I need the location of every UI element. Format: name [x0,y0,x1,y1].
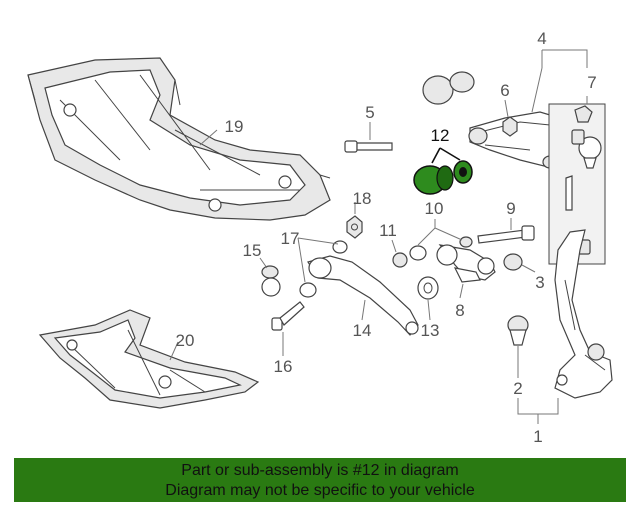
callout-17: 17 [281,229,300,248]
lower-arm-10[interactable] [409,236,496,281]
callout-20: 20 [176,331,195,350]
caption-banner: Part or sub-assembly is #12 in diagram D… [14,458,626,502]
callout-16: 16 [274,357,293,376]
callout-14: 14 [353,321,372,340]
callout-7: 7 [587,73,596,92]
suspension-parts-diagram: 4 7 6 5 19 12 18 10 9 11 17 15 3 8 13 14… [27,29,613,446]
lower-control-arm-14[interactable] [307,255,419,336]
bushing-15[interactable] [261,265,281,297]
callout-4: 4 [537,29,546,48]
callout-1: 1 [533,427,542,446]
callout-11: 11 [379,221,397,240]
callout-8: 8 [455,301,464,320]
callout-10: 10 [425,199,444,218]
callout-19: 19 [225,117,244,136]
bolt-5[interactable] [344,140,393,153]
leader-lines [169,49,588,424]
callout-18: 18 [353,189,372,208]
callout-6: 6 [500,81,509,100]
bushing-3[interactable] [503,253,523,271]
callout-5: 5 [365,103,374,122]
banner-line-1: Part or sub-assembly is #12 in diagram [181,462,459,479]
callout-9: 9 [506,199,515,218]
link-8[interactable] [453,267,481,283]
subframe-upper[interactable] [27,57,331,221]
callout-15: 15 [243,241,262,260]
banner-line-2: Diagram may not be specific to your vehi… [165,482,475,499]
bolt-9[interactable] [477,225,535,244]
subframe-lower[interactable] [38,309,260,409]
nut-18[interactable] [346,215,363,239]
callout-numbers: 4 7 6 5 19 12 18 10 9 11 17 15 3 8 13 14… [176,29,597,446]
knuckle-1[interactable] [554,229,613,399]
ball-joint-2[interactable] [507,315,529,346]
callout-2: 2 [513,379,522,398]
bushing-12-highlighted[interactable] [413,160,473,195]
bushing-13[interactable] [417,276,439,300]
nut-6[interactable] [502,116,518,137]
bolt-16[interactable] [271,301,305,331]
upper-control-arm-4[interactable] [422,71,566,169]
callout-12: 12 [431,126,450,145]
callout-13: 13 [421,321,440,340]
bushing-11[interactable] [392,252,408,268]
callout-3: 3 [535,273,544,292]
